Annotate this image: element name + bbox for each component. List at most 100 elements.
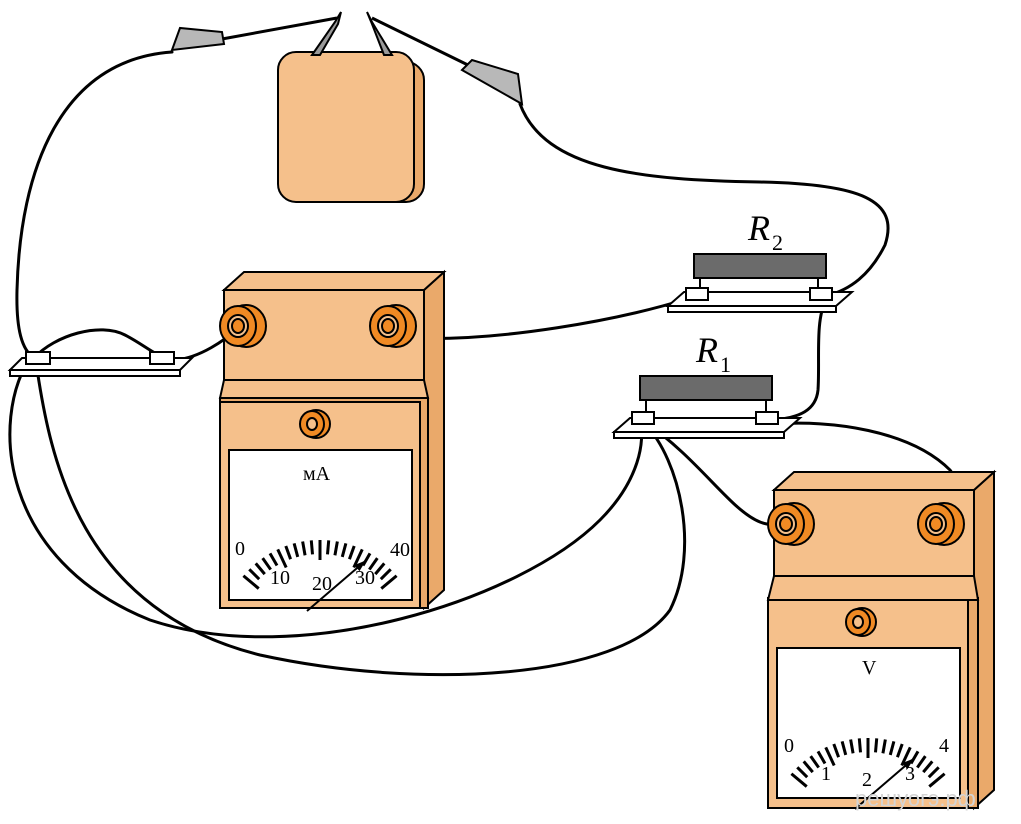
scale-tick	[361, 552, 372, 567]
ammeter-dial	[228, 449, 413, 601]
scale-tick	[888, 741, 896, 756]
scale-tick	[268, 552, 279, 567]
r2-clamp-left	[685, 287, 709, 301]
scale-tick	[796, 766, 809, 779]
scale-tick	[379, 568, 392, 581]
scale-number: 0	[784, 735, 794, 757]
watermark: решуогэ.рф	[855, 786, 976, 811]
scale-tick	[333, 541, 339, 556]
battery	[277, 11, 425, 203]
clip-left-jaw	[170, 26, 226, 52]
ammeter-scale-numbers: 0 10 20 30 40	[235, 538, 410, 595]
voltmeter-terminal-left	[767, 502, 815, 546]
resistor-r1: R 1	[611, 330, 803, 439]
scale-tick	[849, 739, 855, 754]
voltmeter-unit: V	[862, 657, 877, 679]
scale-tick	[881, 739, 887, 754]
scale-tick	[348, 545, 356, 560]
ammeter-terminal-left	[219, 304, 267, 348]
r2-subscript: 2	[772, 230, 783, 255]
needle-head	[902, 758, 914, 770]
voltmeter-zero-knob	[845, 607, 877, 637]
scale-tick	[896, 743, 904, 758]
scale-tick	[922, 760, 934, 774]
scale-tick	[816, 750, 827, 765]
wire-bar-r1-long	[34, 360, 687, 677]
scale-tick	[284, 545, 292, 560]
ammeter-terminal-right	[369, 304, 417, 348]
scale-tick	[900, 746, 912, 767]
r1-clamp-right	[755, 411, 779, 425]
scale-tick	[301, 541, 307, 556]
r2-base-front	[667, 305, 837, 313]
scale-tick	[874, 738, 879, 753]
needle-shaft	[854, 757, 915, 810]
r1-clamp-left	[631, 411, 655, 425]
wire-battery-left	[15, 50, 174, 360]
voltmeter-terminal-right	[917, 502, 965, 546]
scale-number: 4	[939, 735, 949, 757]
connection-bar	[7, 351, 195, 377]
scale-number: 3	[905, 763, 915, 785]
battery-tab-left	[310, 11, 342, 56]
scale-number: 0	[235, 538, 245, 560]
scale-tick	[928, 772, 946, 788]
scale-number: 20	[312, 573, 332, 595]
resistor-r2: R 2	[665, 208, 855, 313]
r1-base-front	[613, 431, 785, 439]
wire-bar-r1-lower	[8, 356, 644, 639]
clip-right-wire	[371, 16, 471, 68]
scale-tick	[276, 548, 288, 569]
scale-tick	[292, 543, 300, 558]
scale-tick	[309, 540, 314, 555]
battery-tab-right	[366, 11, 394, 56]
scale-tick	[340, 543, 348, 558]
needle-shaft	[306, 559, 367, 612]
scale-number: 30	[355, 567, 375, 589]
scale-number: 2	[862, 769, 872, 791]
wire-ammeter-r2	[406, 296, 692, 340]
scale-tick	[352, 548, 364, 569]
voltmeter: V 0 1 2 3 4	[766, 469, 997, 811]
scale-tick	[927, 766, 940, 779]
scale-tick	[832, 743, 840, 758]
clip-left	[170, 16, 338, 52]
voltmeter-scale	[790, 738, 946, 788]
scale-tick	[326, 540, 331, 555]
ammeter-top	[221, 271, 447, 291]
bar-clamp-right	[149, 351, 175, 365]
ammeter-needle	[306, 559, 367, 612]
voltmeter-needle	[854, 757, 915, 810]
scale-tick	[242, 574, 260, 590]
clip-left-wire	[221, 16, 338, 41]
scale-number: 1	[821, 763, 831, 785]
wire-battery-right	[518, 102, 890, 298]
scale-tick	[261, 557, 272, 571]
scale-tick	[790, 772, 808, 788]
scale-tick	[916, 755, 927, 769]
scale-tick	[857, 738, 862, 753]
ammeter-scale	[242, 540, 398, 590]
scale-tick	[380, 574, 398, 590]
scale-number: 10	[270, 567, 290, 589]
scale-tick	[809, 755, 820, 769]
scale-tick	[909, 750, 920, 765]
battery-body	[277, 51, 415, 203]
scale-tick	[248, 568, 261, 581]
voltmeter-scale-numbers: 0 1 2 3 4	[784, 735, 949, 791]
scale-tick	[254, 562, 266, 576]
clip-right	[371, 16, 524, 106]
scale-tick	[368, 557, 379, 571]
bar-front	[9, 369, 181, 377]
scale-tick	[824, 746, 836, 767]
needle-head	[354, 560, 366, 572]
wire-bar-ammeter	[32, 325, 242, 362]
r1-label: R	[695, 330, 718, 370]
wire-r2-r1	[770, 298, 828, 422]
scale-tick	[802, 760, 814, 774]
scale-number: 40	[390, 539, 410, 561]
r1-body	[639, 375, 773, 401]
voltmeter-top	[771, 471, 997, 491]
